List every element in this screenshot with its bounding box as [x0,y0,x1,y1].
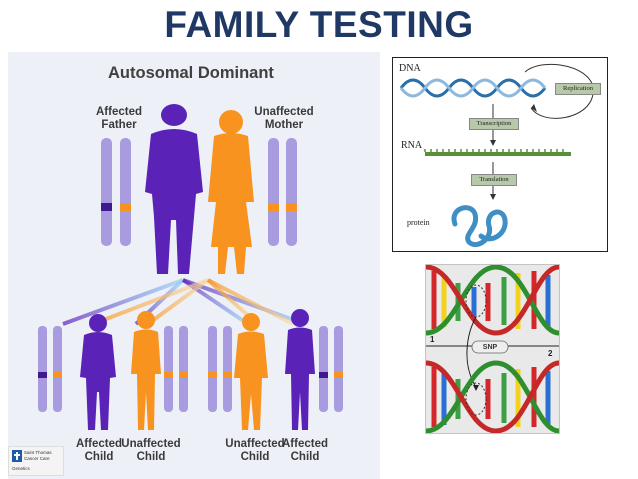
snp-graphic [426,265,559,433]
child-2-chromosomes [164,326,188,412]
child-3-chromosomes [208,326,232,412]
snp-circle-lower [465,382,487,416]
unaffected-child-2-figure [234,313,268,430]
autosomal-dominant-title: Autosomal Dominant [108,64,274,82]
snp-label: SNP [482,344,498,351]
affected-child-1-figure [80,314,116,430]
transcription-label: Transcription [469,118,519,130]
pedigree-graphic [38,104,343,430]
mother-chromosomes [268,138,297,246]
child-4-chromosomes [319,326,343,412]
central-dogma-graphic [399,63,594,248]
logo-line-1: Saint Thomas [24,450,52,455]
cross-icon [12,450,22,462]
rna-label: RNA [401,140,423,151]
unaffected-child-1-figure [131,311,161,430]
snp-badge [471,340,509,354]
rna-strand [424,149,571,156]
protein-label: protein [407,218,430,227]
logo-line-3: Genetics [12,466,30,471]
father-chromosomes [101,138,131,246]
child-1-chromosomes [38,326,62,412]
central-dogma-diagram: DNA Replication Transcription RNA Transl… [392,57,608,252]
logo-line-2: Cancer Care [24,456,50,461]
dna-label: DNA [399,63,421,74]
lower-dna-helix [426,360,559,433]
replication-label: Replication [555,83,601,95]
snp-diagram: SNP 1 2 [425,264,560,434]
dna-helix [399,78,547,98]
marker-2-label: 2 [548,349,553,358]
marker-1-label: 1 [430,335,435,344]
mother-figure [208,110,254,274]
saint-thomas-logo: Saint Thomas Cancer Care Genetics [8,446,64,476]
inheritance-lines [62,278,306,326]
affected-child-2-figure [285,309,315,430]
slide-title: FAMILY TESTING [164,4,474,45]
father-figure [145,104,203,274]
upper-dna-helix [426,265,559,336]
protein-structure [451,205,508,248]
translation-label: Translation [471,174,517,186]
